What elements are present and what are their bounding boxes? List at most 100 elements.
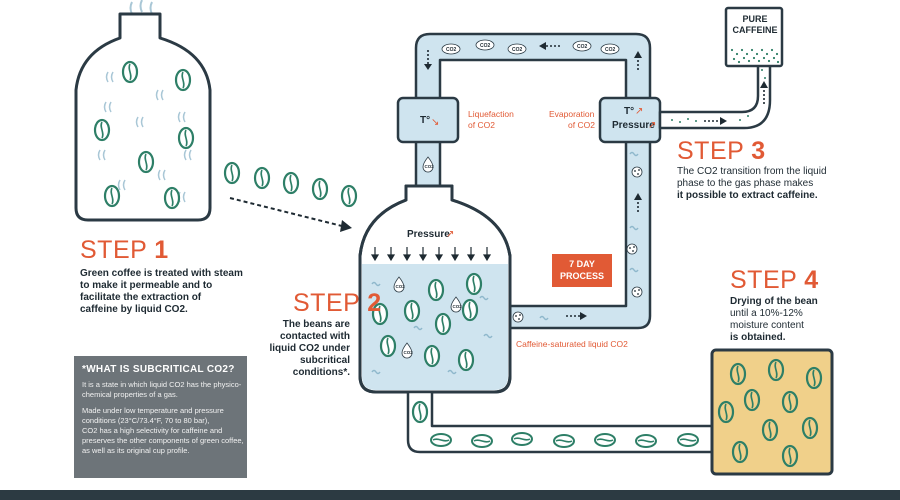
step-2-line: contacted with xyxy=(279,331,350,342)
process-duration-badge: 7 DAY PROCESS xyxy=(552,254,612,287)
coffee-bean-icon xyxy=(282,171,300,195)
co2-drop-left: CO2 xyxy=(422,156,435,173)
pure-caffeine-line: PURE xyxy=(742,14,768,24)
coffee-bean-icon xyxy=(781,444,799,468)
step-4-line: until a 10%-12% xyxy=(730,308,803,319)
step-number: 3 xyxy=(751,137,766,165)
coffee-bean-icon xyxy=(223,161,241,185)
coffee-bean-icon xyxy=(457,348,475,372)
pure-caffeine-line: CAFFEINE xyxy=(732,25,778,35)
coffee-bean-icon xyxy=(411,400,429,424)
step-4-description: Drying of the bean until a 10%-12% moist… xyxy=(730,296,880,344)
step-3-line: The CO2 transition from the liquid xyxy=(677,166,827,177)
coffee-bean-icon xyxy=(677,433,699,447)
coffee-bean-icon xyxy=(430,433,452,447)
coffee-bean-icon xyxy=(761,418,779,442)
step-2-title: STEP 2 xyxy=(293,289,382,318)
evaporation-label-2: of CO2 xyxy=(568,120,595,130)
coffee-bean-icon xyxy=(121,60,139,84)
drying-chamber xyxy=(710,348,834,476)
coffee-bean-icon xyxy=(635,434,657,448)
step-3-line: phase to the gas phase makes xyxy=(677,178,814,189)
step-1-description: Green coffee is treated with steam to ma… xyxy=(80,268,280,316)
coffee-bean-icon xyxy=(731,440,749,464)
pressure-arrows xyxy=(370,247,492,262)
coffee-bean-icon xyxy=(403,299,421,323)
coffee-bean-icon xyxy=(311,177,329,201)
step-4-line: moisture content xyxy=(730,320,804,331)
coffee-bean-icon xyxy=(471,434,493,448)
svg-text:CO2: CO2 xyxy=(446,47,457,53)
step-word: STEP xyxy=(293,289,360,317)
process-line: 7 DAY xyxy=(569,259,595,269)
info-line: conditions (23°C/73.4°F, 70 to 80 bar), xyxy=(82,416,210,425)
info-title: *WHAT IS SUBCRITICAL CO2? xyxy=(82,364,235,375)
caffeine-exit-pipe xyxy=(658,62,772,130)
svg-text:CO2: CO2 xyxy=(512,47,523,53)
coffee-bean-icon xyxy=(461,298,479,322)
transfer-arrow xyxy=(229,197,352,232)
pressure-tank-arrow: ↗ xyxy=(446,229,454,240)
step-4-title: STEP 4 xyxy=(730,266,819,295)
co2-bubble-icon: CO2 xyxy=(441,43,461,55)
step-number: 1 xyxy=(154,236,169,264)
evaporation-label-1: Evaporation xyxy=(549,109,595,119)
coffee-bean-icon xyxy=(781,390,799,414)
coffee-bean-icon xyxy=(434,312,452,336)
coffee-bean-icon xyxy=(163,186,181,210)
svg-text:CO2: CO2 xyxy=(577,44,588,50)
step-4-line: Drying of the bean xyxy=(730,296,818,307)
process-line: PROCESS xyxy=(559,271,604,281)
co2-pipe-loop xyxy=(414,32,652,330)
svg-text:CO2: CO2 xyxy=(404,350,414,355)
pure-caffeine-container xyxy=(724,6,784,68)
flying-coffee-beans xyxy=(223,161,358,208)
bean-outflow-pipe xyxy=(406,390,714,454)
coffee-bean-icon xyxy=(465,272,483,296)
co2-bubble-icon: CO2 xyxy=(572,40,592,52)
step-1-line: facilitate the extraction of xyxy=(80,292,202,303)
coffee-bean-icon xyxy=(177,126,195,150)
coffee-bean-icon xyxy=(253,166,271,190)
step-4-line: is obtained. xyxy=(730,332,786,343)
pressure-right-arrow: ↗ xyxy=(648,120,656,131)
step-word: STEP xyxy=(80,236,147,264)
co2-bubble-icon: CO2 xyxy=(507,43,527,55)
svg-text:CO2: CO2 xyxy=(396,284,406,289)
step-2-line: liquid CO2 under xyxy=(269,343,350,354)
pressure-right-label: Pressure xyxy=(612,120,655,131)
info-paragraph-2: Made under low temperature and pressure … xyxy=(82,406,244,456)
step-1-line: to make it permeable and to xyxy=(80,280,213,291)
info-line: CO2 has a high selectivity for caffeine … xyxy=(82,426,223,435)
svg-text:CO2: CO2 xyxy=(480,43,491,49)
pipe-flow-markers xyxy=(424,42,642,320)
pure-caffeine-label: PURE CAFFEINE xyxy=(730,14,780,36)
coffee-bean-icon xyxy=(427,278,445,302)
coffee-bean-icon xyxy=(801,416,819,440)
caffeine-particles xyxy=(512,166,643,323)
step-1-title: STEP 1 xyxy=(80,236,169,265)
svg-text:CO2: CO2 xyxy=(425,164,435,169)
co2-bubbles-top: CO2 CO2 CO2 CO2 CO2 xyxy=(441,39,620,55)
svg-text:CO2: CO2 xyxy=(453,304,463,309)
coffee-bean-icon xyxy=(174,68,192,92)
step-2-line: subcritical xyxy=(299,355,350,366)
temp-left-label: T° xyxy=(420,115,430,126)
step-number: 4 xyxy=(804,266,819,294)
coffee-bean-icon xyxy=(805,366,823,390)
step-2-description: The beans are contacted with liquid CO2 … xyxy=(248,319,350,379)
coffee-bean-icon xyxy=(767,358,785,382)
liquefaction-label-1: Liquefaction xyxy=(468,109,514,119)
coffee-bean-icon xyxy=(137,150,155,174)
tank-co2-drops: CO2 CO2 CO2 xyxy=(393,276,463,359)
co2-bubble-icon: CO2 xyxy=(600,43,620,55)
info-line: as well as its original cup profile. xyxy=(82,446,190,455)
step-3-title: STEP 3 xyxy=(677,137,766,166)
info-line: Made under low temperature and pressure xyxy=(82,406,224,415)
coffee-bean-icon xyxy=(729,362,747,386)
info-paragraph-1: It is a state in which liquid CO2 has th… xyxy=(82,380,244,400)
step-1-line: caffeine by liquid CO2. xyxy=(80,304,188,315)
caffeine-saturated-label: Caffeine-saturated liquid CO2 xyxy=(516,339,628,349)
svg-text:CO2: CO2 xyxy=(605,47,616,53)
